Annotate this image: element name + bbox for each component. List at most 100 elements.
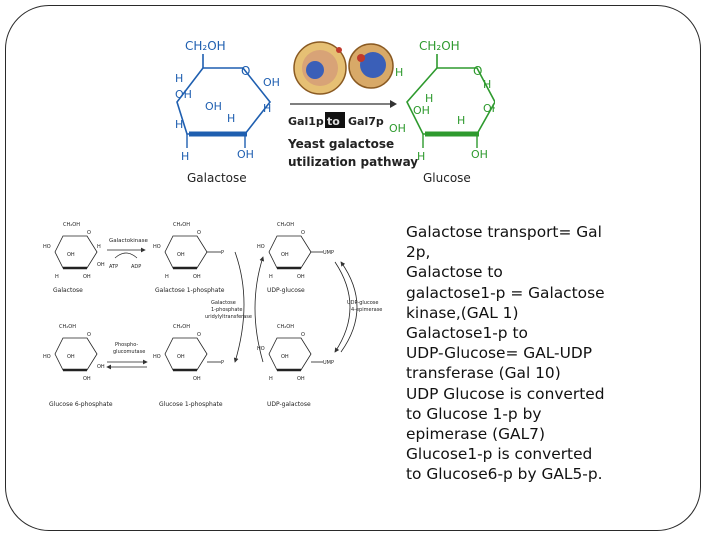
svg-text:H: H	[97, 244, 101, 250]
svg-text:OH: OH	[471, 148, 488, 161]
svg-text:OH: OH	[281, 252, 289, 258]
svg-text:H: H	[483, 78, 491, 91]
svg-text:OH: OH	[67, 252, 75, 258]
svg-text:OH: OH	[177, 252, 185, 258]
galactose-structure: CH₂OH O HO OH H OH H OH	[43, 222, 105, 280]
caption-text: Galactose transport= Gal 2p, Galactose t…	[406, 222, 651, 485]
pathway-title-line2: utilization pathway	[288, 155, 418, 169]
svg-text:O: O	[87, 332, 91, 338]
caption-line: to Glucose6-p by GAL5-p.	[406, 465, 603, 484]
glucose-molecule: CH₂OH O H H OH H OH OH H H OH Glucose	[389, 39, 495, 185]
svg-text:O: O	[197, 230, 201, 236]
caption-line: epimerase (GAL7)	[406, 425, 545, 444]
svg-text:Galactose: Galactose	[211, 300, 236, 306]
svg-text:OH: OH	[193, 274, 201, 280]
glucose-6p-label: Glucose 6-phosphate	[49, 401, 113, 408]
galactose-ring-o: O	[241, 64, 250, 78]
svg-text:OH: OH	[389, 122, 406, 135]
svg-text:OH: OH	[297, 274, 305, 280]
svg-text:4-epimerase: 4-epimerase	[351, 307, 382, 313]
caption-line: Glucose1-p is converted	[406, 445, 593, 464]
svg-text:H: H	[457, 114, 465, 127]
svg-text:H: H	[175, 118, 183, 131]
galactose-to-glucose-figure: CH₂OH O H OH OH OH H H H H OH Galactose …	[175, 39, 495, 185]
svg-text:H: H	[395, 66, 403, 79]
svg-text:1-phosphate: 1-phosphate	[211, 307, 242, 313]
galactose-1p-label: Galactose 1-phosphate	[155, 287, 225, 294]
caption-line: UDP-Glucose= GAL-UDP	[406, 344, 592, 363]
svg-text:H: H	[181, 150, 189, 163]
svg-text:CH₂OH: CH₂OH	[59, 324, 76, 330]
caption-line: galactose1-p = Galactose	[406, 283, 605, 302]
svg-text:O: O	[301, 230, 305, 236]
svg-text:HO: HO	[43, 244, 51, 250]
svg-text:H: H	[425, 92, 433, 105]
to-label: to	[327, 115, 340, 128]
svg-text:H: H	[227, 112, 235, 125]
leloir-pathway-figure: CH₂OH O HO OH H OH H OH Galactose Galact…	[43, 222, 382, 408]
galactose-molecule: CH₂OH O H OH OH OH H H H H OH Galactose	[175, 39, 280, 185]
caption-line: kinase,(GAL 1)	[406, 303, 519, 322]
galactose-label: Galactose	[187, 171, 247, 185]
svg-text:uridylyltransferase: uridylyltransferase	[205, 314, 252, 320]
svg-text:P: P	[221, 250, 224, 256]
caption-line: UDP Glucose is converted	[406, 384, 605, 403]
svg-text:HO: HO	[257, 244, 265, 250]
svg-text:H: H	[269, 274, 273, 280]
glucose-label: Glucose	[423, 171, 471, 185]
svg-text:H: H	[175, 72, 183, 85]
svg-text:CH₂OH: CH₂OH	[277, 222, 294, 228]
svg-text:P: P	[221, 360, 224, 366]
svg-text:OH: OH	[263, 76, 280, 89]
svg-text:ATP: ATP	[109, 264, 118, 270]
svg-text:glucomutase: glucomutase	[113, 349, 145, 355]
svg-text:OH: OH	[83, 376, 91, 382]
svg-text:H: H	[165, 274, 169, 280]
svg-text:OH: OH	[297, 376, 305, 382]
svg-text:H: H	[269, 376, 273, 382]
svg-text:CH₂OH: CH₂OH	[173, 222, 190, 228]
glucose-1p-label: Glucose 1-phosphate	[159, 401, 223, 408]
udp-galactose-label: UDP-galactose	[267, 401, 311, 408]
galactokinase-label: Galactokinase	[109, 238, 149, 244]
svg-text:OH: OH	[97, 364, 105, 370]
udp-galactose-structure: CH₂OH O HO OH UMP H OH	[257, 324, 334, 382]
svg-text:O: O	[197, 332, 201, 338]
svg-text:OH: OH	[413, 104, 430, 117]
glucose-6p-structure: CH₂OH O HO OH OH OH	[43, 324, 105, 382]
svg-text:OH: OH	[483, 102, 495, 115]
svg-text:OH: OH	[83, 274, 91, 280]
pathway-title-line1: Yeast galactose	[287, 137, 394, 151]
svg-text:Phospho-: Phospho-	[115, 342, 138, 348]
svg-text:OH: OH	[205, 100, 222, 113]
svg-text:OH: OH	[175, 88, 192, 101]
svg-text:OH: OH	[177, 354, 185, 360]
caption-line: 2p,	[406, 243, 431, 262]
svg-text:H: H	[263, 102, 271, 115]
svg-text:CH₂OH: CH₂OH	[173, 324, 190, 330]
svg-text:H: H	[55, 274, 59, 280]
svg-text:OH: OH	[67, 354, 75, 360]
glucose-ch2oh: CH₂OH	[419, 39, 460, 53]
svg-text:CH₂OH: CH₂OH	[63, 222, 80, 228]
glucose-ring-o: O	[473, 64, 482, 78]
svg-text:HO: HO	[257, 346, 265, 352]
galactose-label: Galactose	[53, 287, 83, 294]
caption-line: Galactose to	[406, 263, 503, 282]
svg-text:OH: OH	[97, 262, 105, 268]
yeast-cells-image	[293, 41, 394, 95]
caption-line: Galactose transport= Gal	[406, 223, 602, 241]
gal1p-label: Gal1p	[288, 115, 324, 128]
udp-glucose-label: UDP-glucose	[267, 287, 305, 294]
slide-frame	[5, 5, 701, 531]
pathway-arrow: Gal1p to Gal7p Yeast galactose utilizati…	[287, 100, 418, 169]
svg-text:HO: HO	[153, 354, 161, 360]
svg-text:ADP: ADP	[131, 264, 141, 270]
svg-text:OH: OH	[237, 148, 254, 161]
galactose-ch2oh: CH₂OH	[185, 39, 226, 53]
svg-text:OH: OH	[281, 354, 289, 360]
svg-text:HO: HO	[43, 354, 51, 360]
svg-text:O: O	[301, 332, 305, 338]
svg-text:HO: HO	[153, 244, 161, 250]
glucose-1p-structure: CH₂OH O HO OH P OH	[153, 324, 224, 382]
